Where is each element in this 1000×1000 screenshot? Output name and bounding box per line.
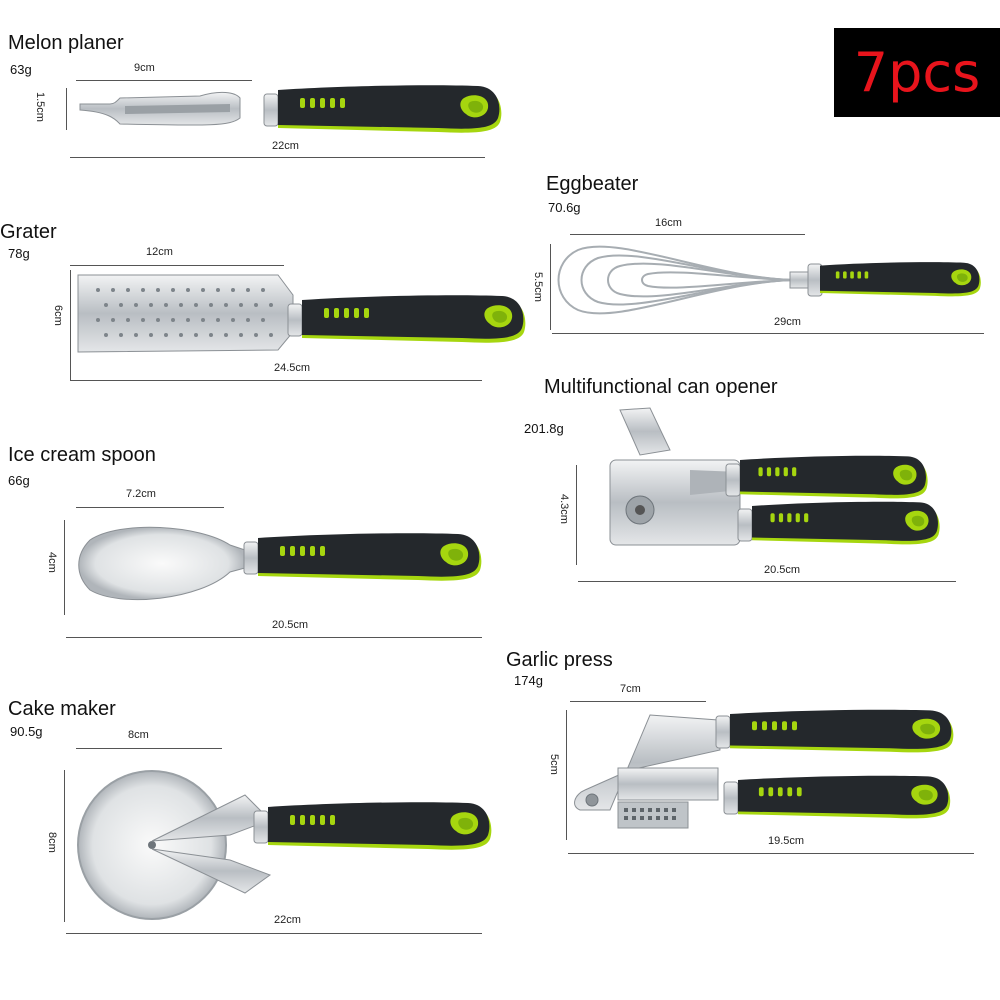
dimension-line [76, 80, 252, 81]
dimension-line [66, 933, 482, 934]
cake-maker-length: 22cm [274, 914, 301, 926]
eggbeater-length: 29cm [774, 316, 801, 328]
pieces-count-badge: 7pcs [834, 28, 1000, 117]
dimension-line [76, 748, 222, 749]
can-opener-image [609, 407, 940, 546]
melon-planer-image [79, 85, 502, 133]
ice-cream-spoon-image [78, 526, 482, 601]
can-opener-name: Multifunctional can opener [544, 376, 778, 398]
eggbeater-width: 16cm [655, 217, 682, 229]
ice-cream-spoon-height: 4cm [46, 552, 58, 573]
dimension-line [570, 701, 706, 702]
cake-maker-height: 8cm [46, 832, 58, 853]
dimension-line [76, 507, 224, 508]
dimension-line [64, 770, 65, 922]
cake-maker-width: 8cm [128, 729, 149, 741]
grater-length: 24.5cm [274, 362, 311, 374]
dimension-line [70, 157, 485, 158]
melon-planer-width: 9cm [134, 62, 155, 74]
melon-planer-name: Melon planer [8, 32, 124, 54]
dimension-line [70, 380, 482, 381]
dimension-line [570, 234, 805, 235]
ice-cream-spoon-name: Ice cream spoon [8, 444, 156, 466]
dimension-line [552, 333, 984, 334]
eggbeater-name: Eggbeater [546, 173, 639, 195]
dimension-line [576, 465, 577, 565]
dimension-line [70, 270, 71, 380]
garlic-press-height: 5cm [548, 754, 560, 775]
can-opener-length: 20.5cm [764, 564, 801, 576]
grater-image [77, 274, 526, 353]
eggbeater-height: 5.5cm [532, 272, 544, 302]
dimension-line [66, 637, 482, 638]
dimension-line [578, 581, 956, 582]
cake-maker-weight: 90.5g [10, 724, 43, 739]
ice-cream-spoon-length: 20.5cm [272, 619, 309, 631]
grater-name: Grater [0, 221, 57, 243]
ice-cream-spoon-weight: 66g [8, 473, 30, 488]
garlic-press-width: 7cm [620, 683, 641, 695]
melon-planer-length: 22cm [272, 140, 299, 152]
dimension-line [66, 88, 67, 130]
grater-height: 6cm [52, 305, 64, 326]
melon-planer-weight: 63g [10, 62, 32, 77]
eggbeater-weight: 70.6g [548, 200, 581, 215]
grater-width: 12cm [146, 246, 173, 258]
ice-cream-spoon-width: 7.2cm [126, 488, 156, 500]
cake-maker-image [77, 770, 492, 920]
dimension-line [550, 244, 551, 330]
melon-planer-height: 1.5cm [34, 92, 46, 122]
garlic-press-length: 19.5cm [768, 835, 805, 847]
dimension-line [568, 853, 974, 854]
dimension-line [64, 520, 65, 615]
eggbeater-image [557, 245, 981, 315]
garlic-press-image [574, 709, 954, 829]
garlic-press-name: Garlic press [506, 649, 613, 671]
cake-maker-name: Cake maker [8, 698, 116, 720]
can-opener-height: 4.3cm [558, 494, 570, 524]
garlic-press-weight: 174g [514, 673, 543, 688]
dimension-line [70, 265, 284, 266]
dimension-line [566, 710, 567, 840]
grater-weight: 78g [8, 246, 30, 261]
can-opener-weight: 201.8g [524, 421, 564, 436]
